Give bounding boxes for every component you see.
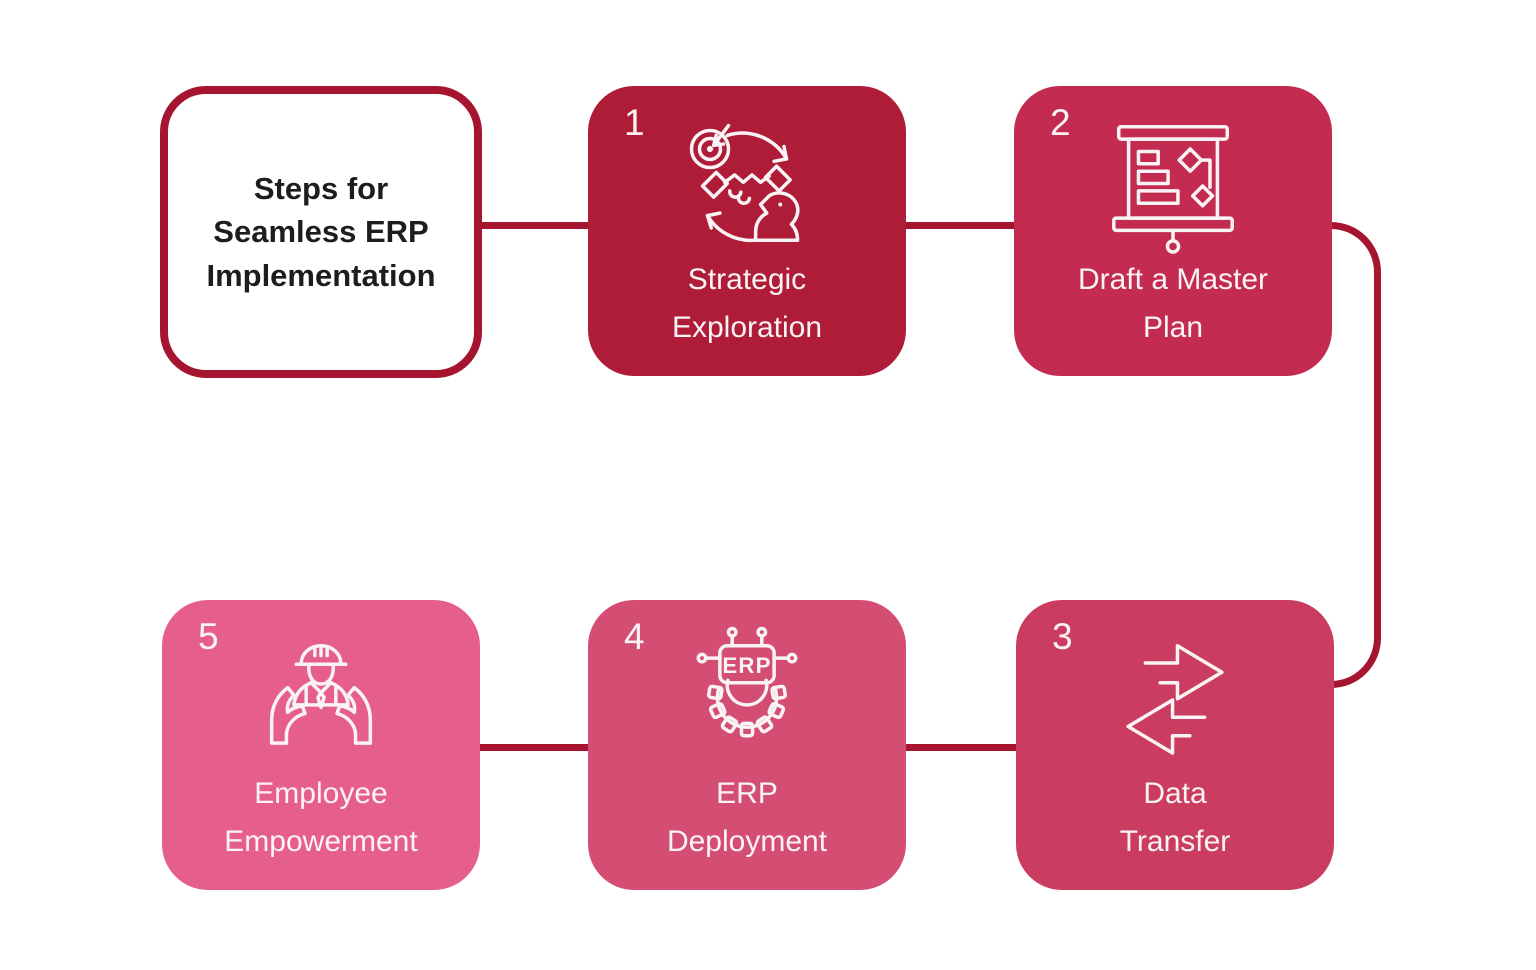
step-number: 5 bbox=[198, 616, 219, 657]
title-card: Steps for Seamless ERP Implementation bbox=[160, 86, 482, 378]
connector-step4-to-step3 bbox=[904, 744, 1018, 751]
step-label: Strategic Exploration bbox=[671, 263, 823, 344]
erp-gear-icon: ERP bbox=[668, 626, 826, 774]
step-card-data-transfer: 3 Data Transfer bbox=[1016, 600, 1334, 890]
step-number: 2 bbox=[1050, 102, 1071, 143]
step-card-strategic-exploration: 1 bbox=[588, 86, 906, 376]
step-label: Data Transfer bbox=[1119, 777, 1231, 858]
erp-badge-text: ERP bbox=[722, 653, 771, 678]
step-number: 4 bbox=[624, 616, 645, 657]
connector-step5-to-step4 bbox=[478, 744, 590, 751]
step-number: 3 bbox=[1052, 616, 1073, 657]
strategy-handshake-cycle-icon bbox=[668, 112, 826, 260]
step-label: Employee Empowerment bbox=[224, 777, 418, 858]
data-transfer-arrows-icon bbox=[1096, 626, 1254, 774]
flowchart-board-icon bbox=[1094, 112, 1252, 260]
diagram-title: Steps for Seamless ERP Implementation bbox=[206, 170, 436, 293]
connector-title-to-step1 bbox=[480, 222, 590, 229]
step-card-employee-empowerment: 5 Employee bbox=[162, 600, 480, 890]
step-label: ERP Deployment bbox=[666, 777, 828, 858]
connector-step2-to-step3-curve bbox=[1331, 222, 1381, 688]
connector-step1-to-step2 bbox=[904, 222, 1016, 229]
step-card-draft-a-master-plan: 2 Draft a Master Plan bbox=[1014, 86, 1332, 376]
hands-holding-worker-icon bbox=[242, 626, 400, 774]
step-number: 1 bbox=[624, 102, 645, 143]
step-label: Draft a Master Plan bbox=[1077, 263, 1269, 344]
step-card-erp-deployment: 4 ERP bbox=[588, 600, 906, 890]
